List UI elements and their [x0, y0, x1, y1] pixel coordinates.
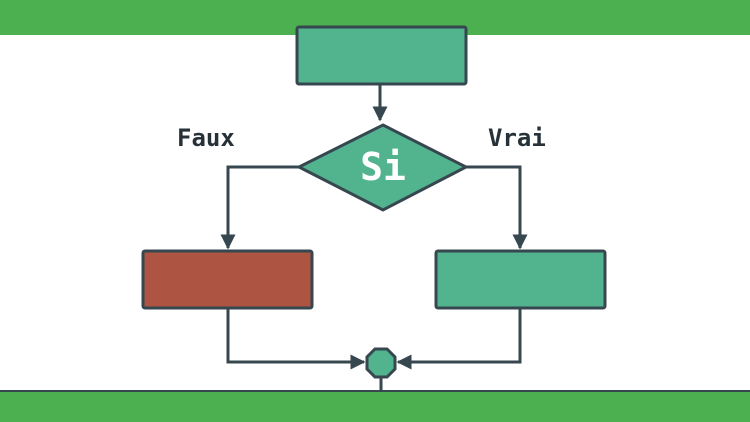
connector-true-branch: [466, 165, 528, 250]
false-process-box: [141, 249, 314, 310]
bottom-band-edge: [0, 390, 750, 393]
bottom-band: [0, 392, 750, 422]
false-branch-label: Faux: [177, 124, 235, 152]
connector-true-to-merge: [396, 308, 522, 370]
start-process-box: [295, 25, 468, 86]
merge-connector-octagon: [365, 347, 397, 379]
true-branch-label: Vrai: [488, 124, 546, 152]
connector-false-to-merge: [226, 308, 366, 370]
decision-label: Si: [360, 145, 406, 189]
connector-false-branch: [220, 165, 299, 250]
true-process-box: [434, 249, 607, 310]
decision-diamond: [295, 123, 470, 212]
